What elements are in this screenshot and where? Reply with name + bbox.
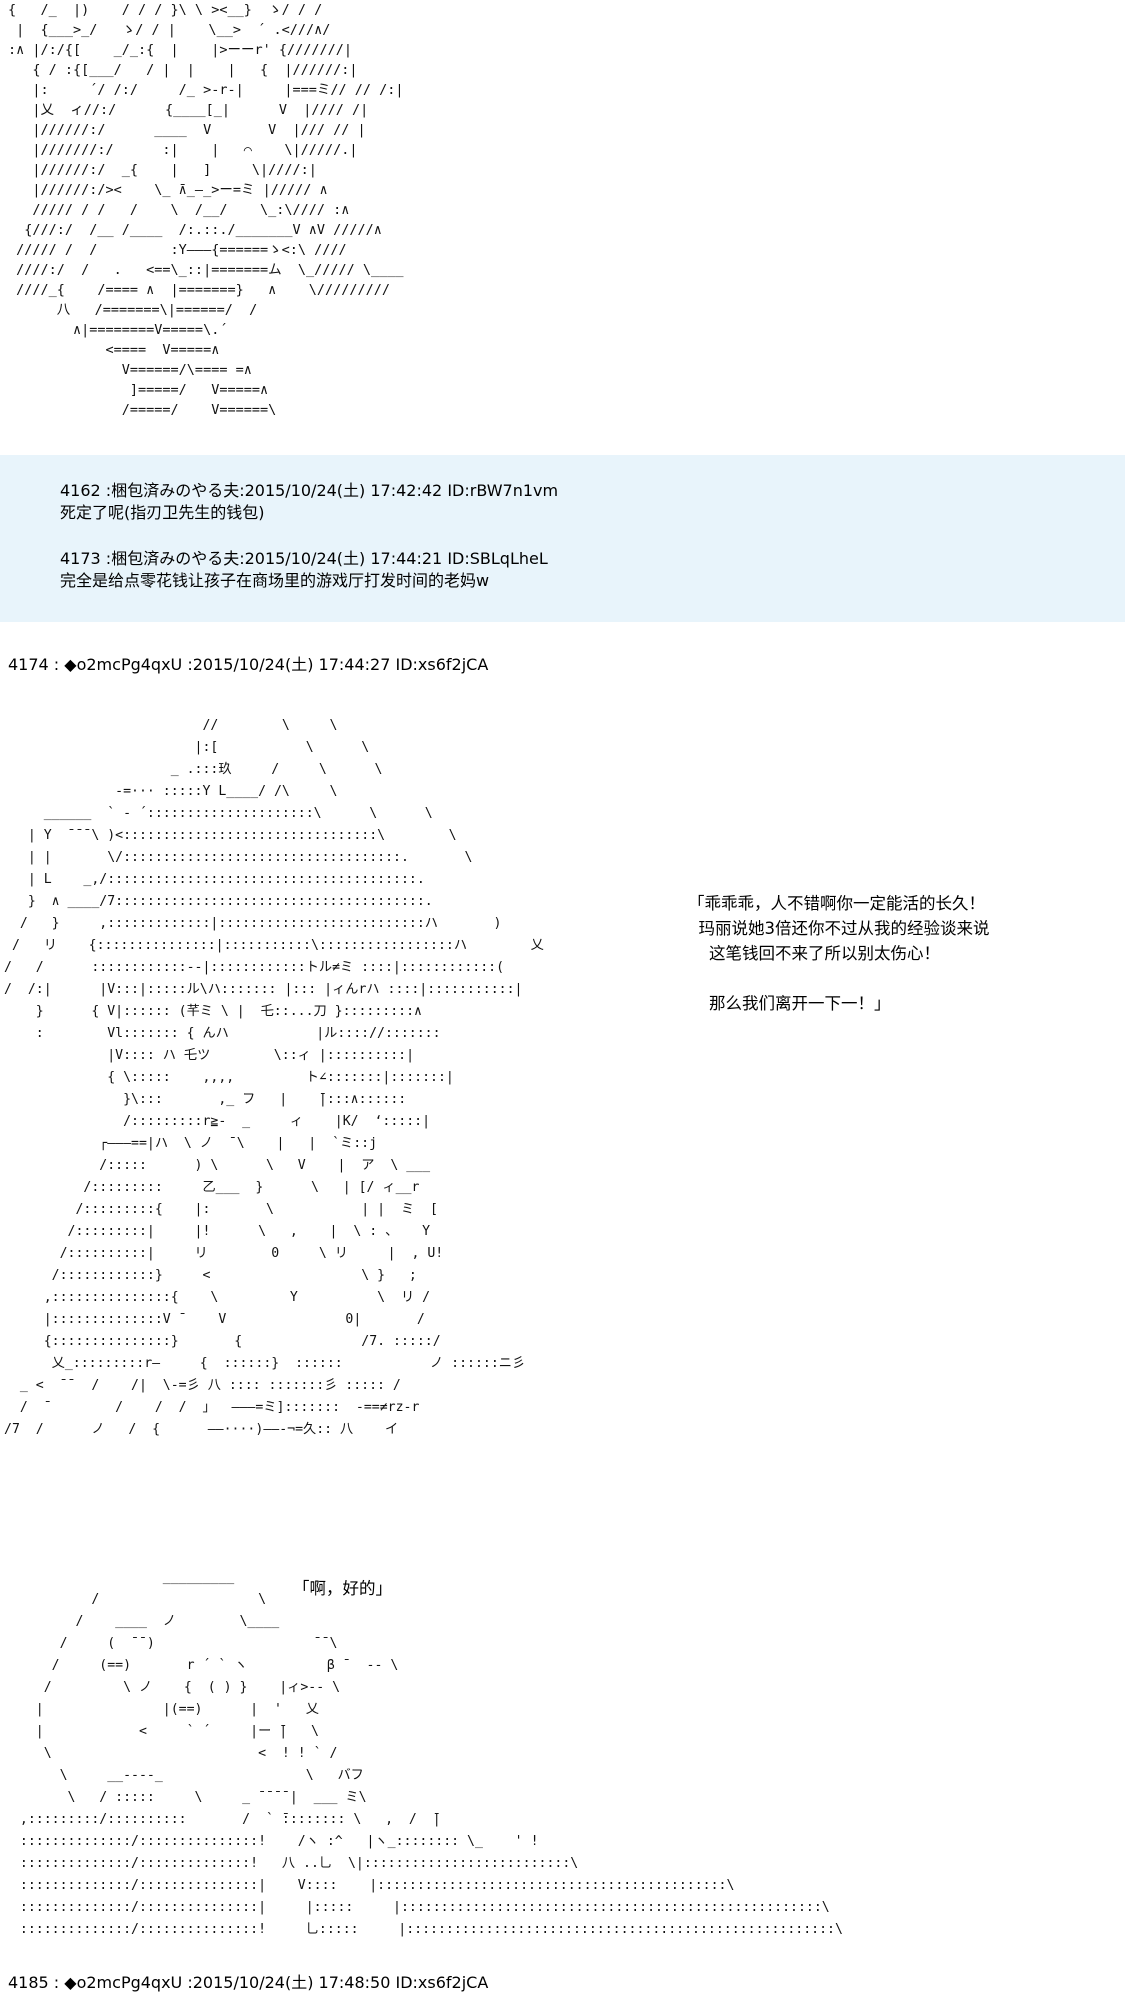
ascii-art-character-2: _________ / \ / ____ ノ \____ / ( ̄ ̄ ) ̄… [19,1570,843,1937]
post-header-4174: 4174 : ◆o2mcPg4qxU :2015/10/24(土) 17:44:… [8,655,489,674]
post-body: 死定了呢(指刃卫先生的钱包) [60,503,265,522]
ascii-art-top: { /_ |) / / / }\ \ ><__} ゝ/ / / | {___>_… [8,2,404,418]
post-header: 4173 :梱包済みのやる夫:2015/10/24(土) 17:44:21 ID… [60,549,548,568]
speech-text-reply: 「啊，好的」 [293,1579,392,1598]
speech-text: 「乖乖乖，人不错啊你一定能活的长久！ 玛丽说她3倍还你不过从我的经验谈来说 这笔… [688,894,990,1013]
post-header-4185: 4185 : ◆o2mcPg4qxU :2015/10/24(土) 17:48:… [8,1973,489,1992]
quoted-post-4162: 4162 :梱包済みのやる夫:2015/10/24(土) 17:42:42 ID… [60,480,558,524]
ascii-art-character: // \ \ |:[ \ \ _ .:::玖 / \ \ -=··· :::::… [4,718,544,1437]
post-body: 完全是给点零花钱让孩子在商场里的游戏厅打发时间的老妈w [60,571,490,590]
quote-block [0,455,1125,622]
quoted-post-4173: 4173 :梱包済みのやる夫:2015/10/24(土) 17:44:21 ID… [60,548,548,592]
post-header: 4162 :梱包済みのやる夫:2015/10/24(土) 17:42:42 ID… [60,481,559,500]
